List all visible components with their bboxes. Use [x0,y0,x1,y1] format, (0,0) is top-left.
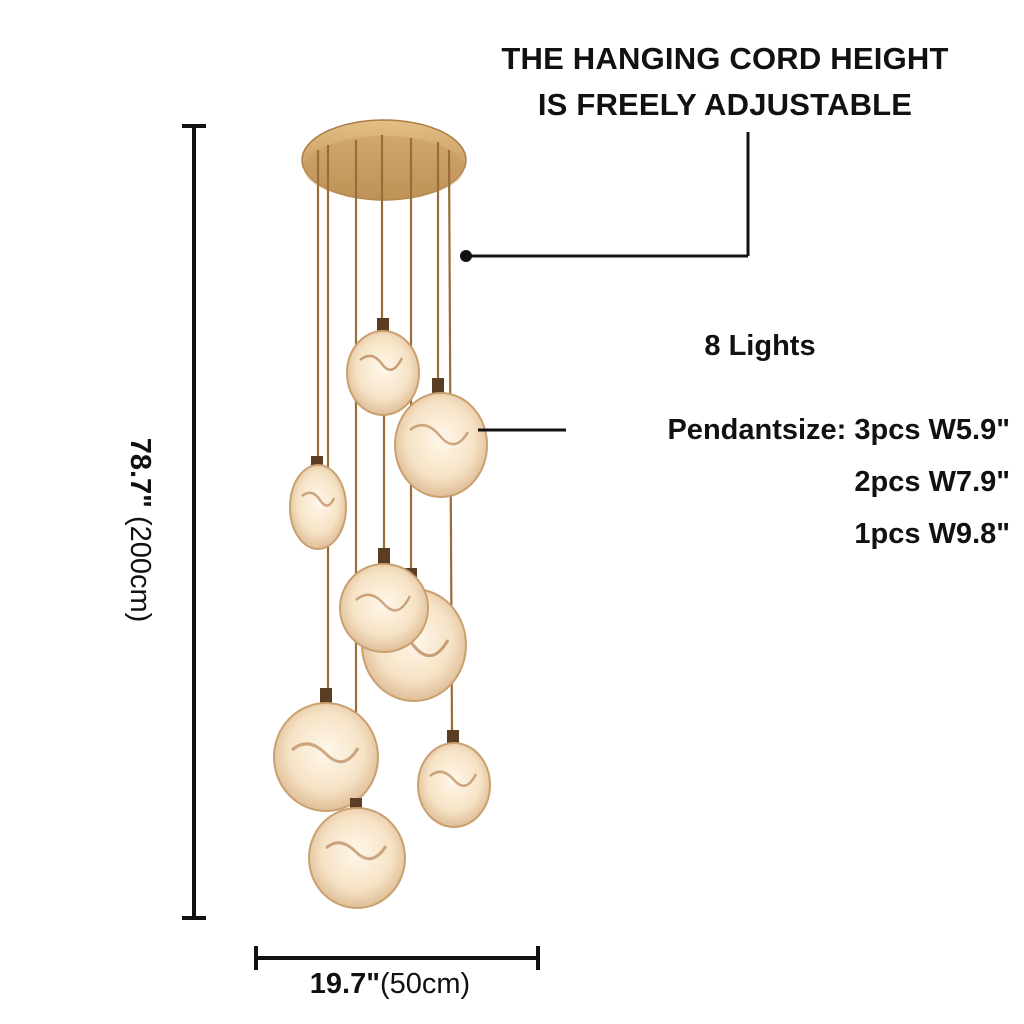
headline-line-2: IS FREELY ADJUSTABLE [537,87,913,122]
pendant-size-line-2: 2pcs W7.9" [854,466,1010,498]
width-dimension-line [254,946,540,970]
pendant-disc [394,378,488,498]
pendant-disc [289,456,347,550]
width-metric: (50cm) [379,968,471,1000]
cord-height-headline: THE HANGING CORD HEIGHT IS FREELY ADJUST… [440,36,1010,128]
pendant-size-line-1: Pendantsize: 3pcs W5.9" [667,414,1010,446]
width-label: 19.7"(50cm) [240,968,540,1001]
cord-height-callout [460,132,750,262]
ceiling-canopy [301,119,467,201]
pendant-size-line-3: 1pcs W9.8" [854,518,1010,550]
width-imperial: 19.7" [309,968,380,1000]
pendant-sizes: Pendantsize: 3pcs W5.9" 2pcs W7.9" 1pcs … [560,404,1010,560]
height-metric: (200cm) [124,515,156,623]
headline-line-1: THE HANGING CORD HEIGHT [501,41,949,76]
pendant-disc [273,688,379,812]
lights-count: 8 Lights [704,330,816,362]
pendant-disc [339,548,429,653]
pendant-disc [308,798,406,909]
pendant-disc [417,730,491,828]
height-imperial: 78.7" [124,437,156,508]
pendant-disc [346,318,420,416]
height-dimension-line [182,124,206,920]
